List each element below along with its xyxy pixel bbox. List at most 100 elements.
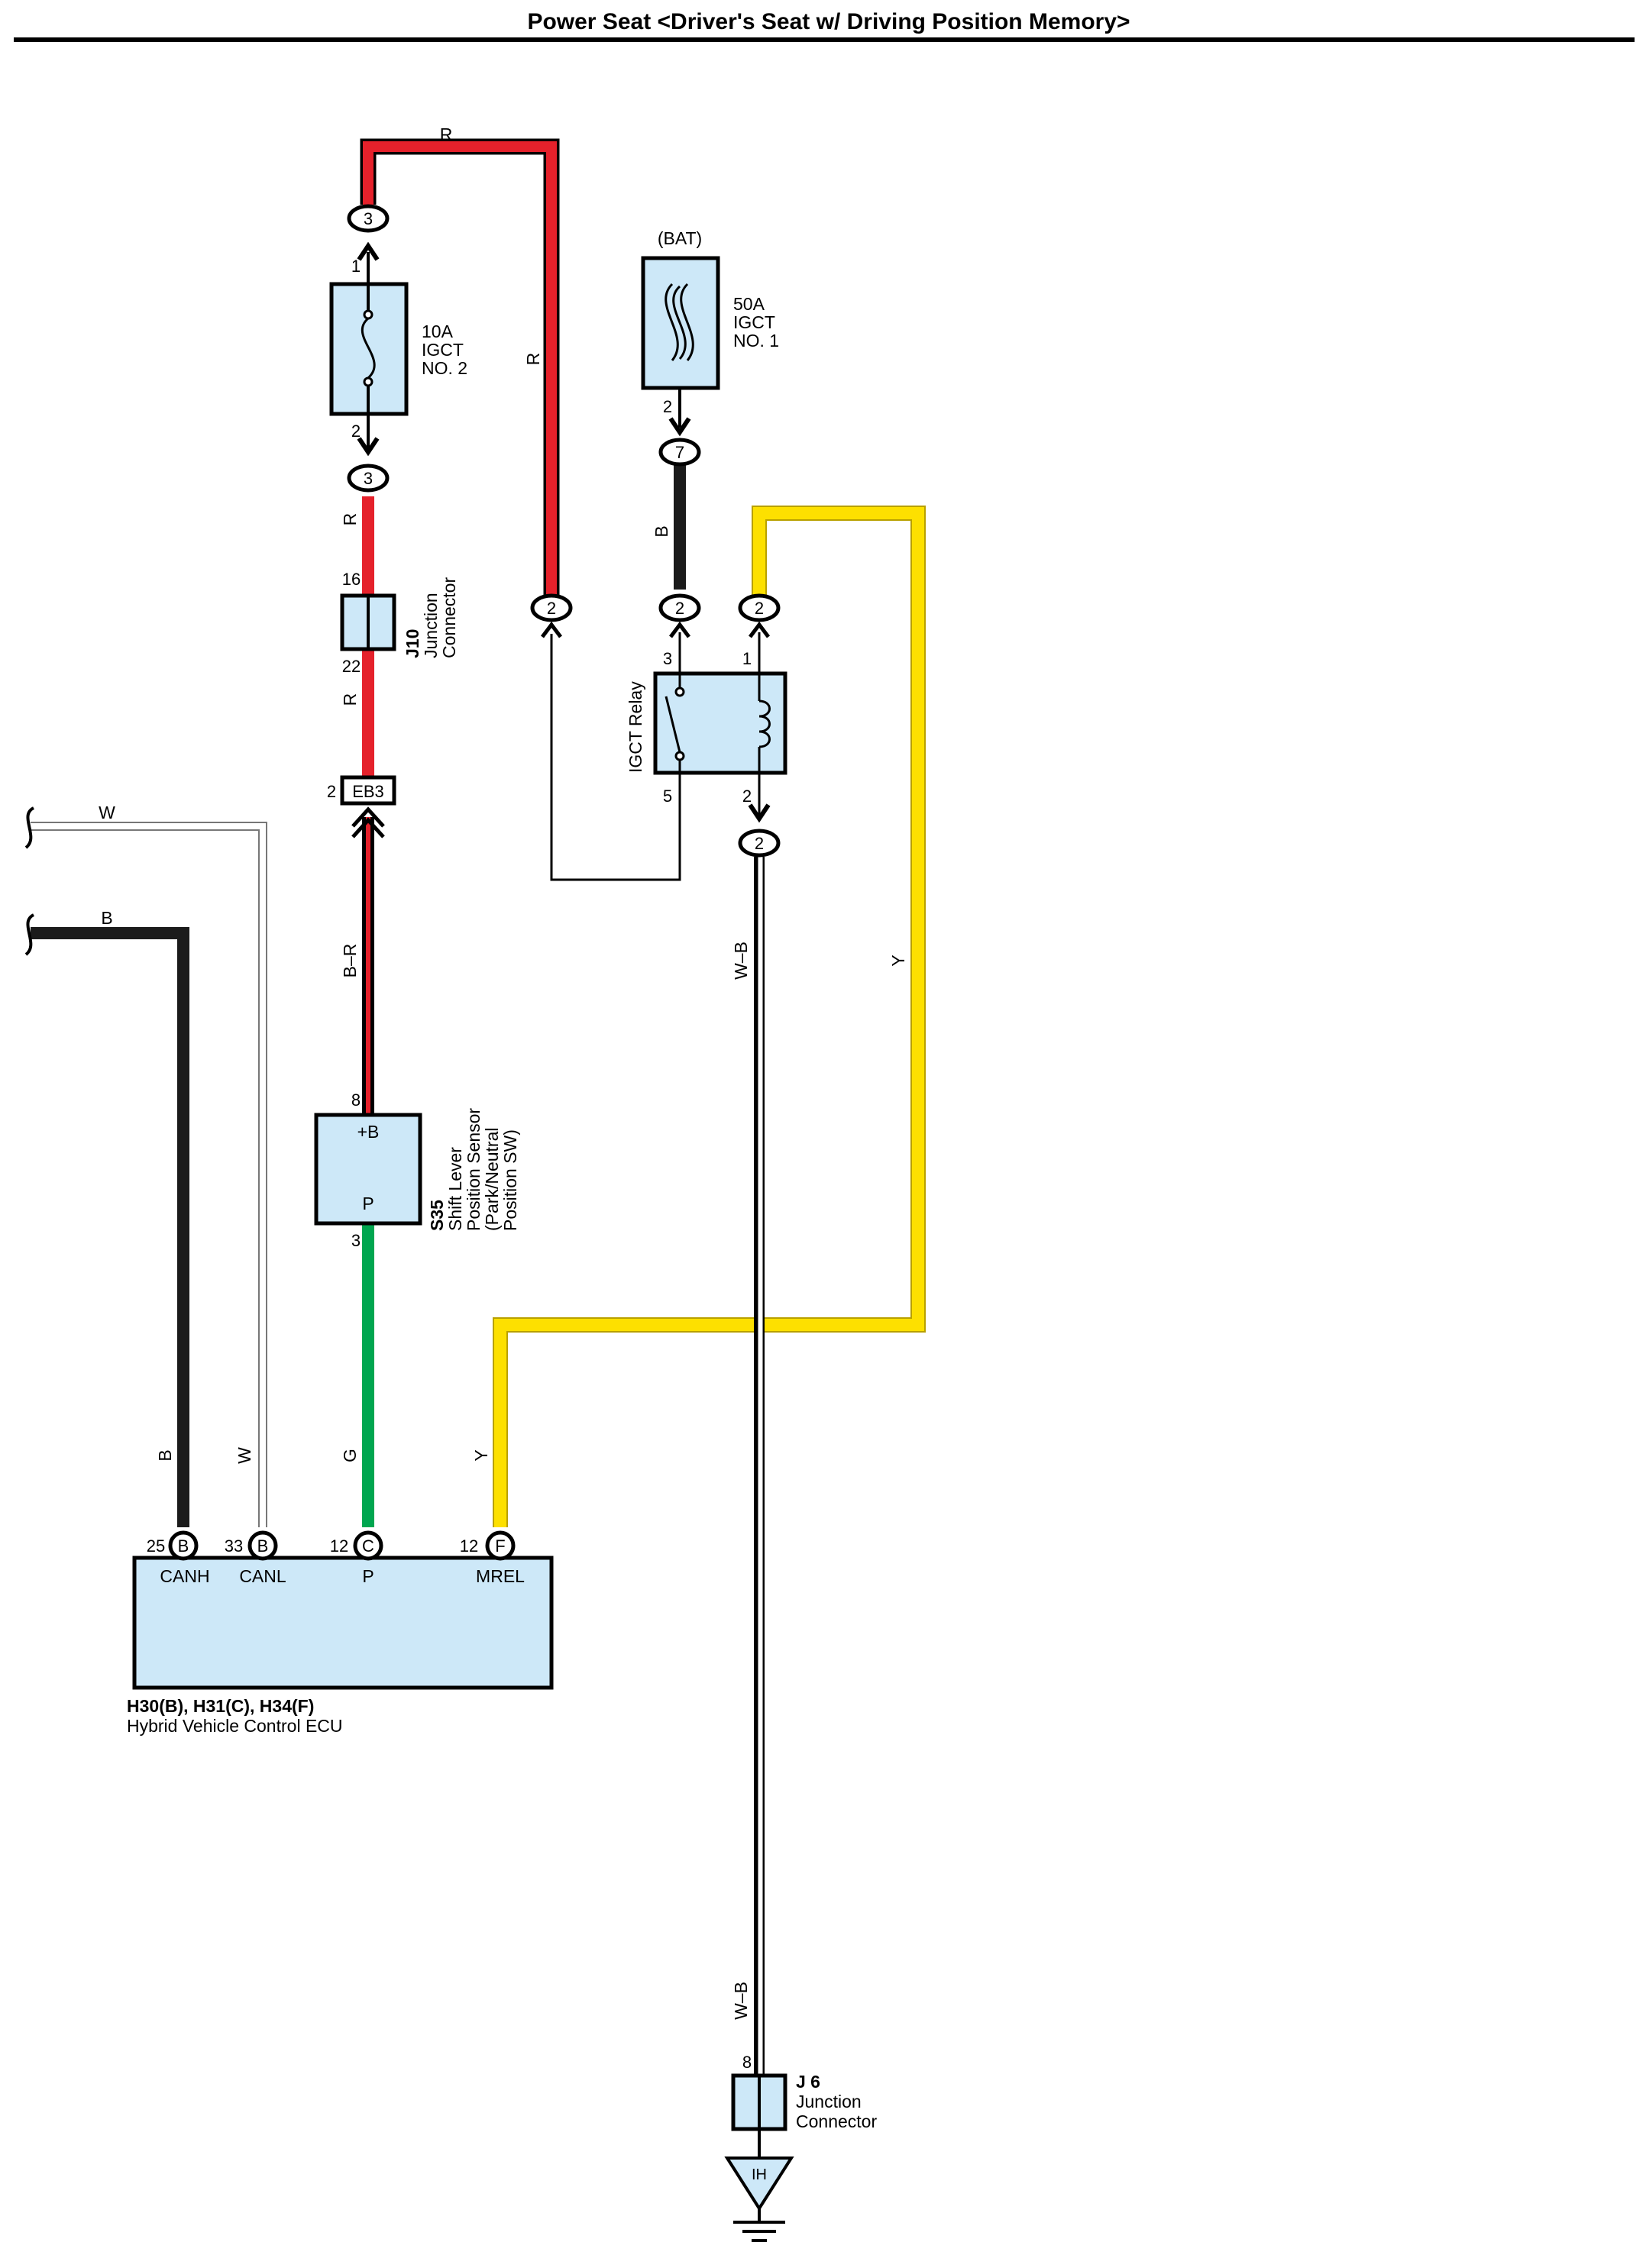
wire-label-r-top: R	[440, 124, 453, 144]
ecu-connector-mrel	[485, 1530, 516, 1561]
relay-contact-top	[674, 687, 685, 697]
s35-line1: Shift Lever	[445, 1147, 465, 1231]
pin-j10-top: 16	[342, 570, 361, 589]
pin-relay-2: 2	[742, 787, 752, 806]
pin-fuse50-bottom: 2	[663, 397, 672, 416]
wire-label-g-ecu: G	[340, 1449, 360, 1462]
fuse-50a-box	[641, 256, 720, 390]
wire-label-wb-upper: W–B	[731, 942, 751, 980]
wire-label-r-below-j10: R	[340, 693, 360, 706]
fuse10-name2: NO. 2	[422, 358, 467, 378]
connector-2-relay1-label: 2	[755, 599, 764, 618]
wire-label-b-bat: B	[652, 525, 671, 537]
connector-2-r	[530, 593, 573, 622]
j6-line2: Connector	[796, 2111, 877, 2131]
s35-terminal-top: +B	[357, 1122, 380, 1142]
s35-box	[314, 1113, 422, 1226]
connector-2-relay2-label: 2	[755, 834, 764, 853]
wire-label-r-below-fuse: R	[340, 513, 360, 526]
ecu-connector-p	[353, 1530, 383, 1561]
pin-relay-1: 1	[742, 649, 752, 668]
wire-label-wb-lower: W–B	[731, 1982, 751, 2020]
wire-label-r-vertical: R	[523, 353, 543, 366]
ecu-box	[132, 1556, 554, 1690]
ecu-terminal-canl: CANL	[239, 1566, 286, 1586]
arrow-eb3	[351, 806, 385, 838]
arrow-relay3	[669, 621, 690, 638]
fuse50-rating: 50A	[733, 294, 765, 314]
connector-2-relay2	[738, 829, 781, 858]
wire-relay5-loop	[550, 634, 681, 881]
j10-line1: Junction	[421, 593, 441, 658]
wire-label-w-top: W	[99, 803, 115, 822]
connector-7	[658, 438, 701, 467]
ecu-connector-p-label: C	[362, 1536, 374, 1556]
j6-code: J 6	[796, 2072, 820, 2092]
wire-w	[31, 823, 266, 1527]
arrow-fuse10-bottom	[357, 437, 380, 457]
connector-2-r-label: 2	[547, 599, 556, 618]
connector-3-top	[347, 204, 390, 233]
j10-line2: Connector	[439, 577, 459, 658]
connector-7-label: 7	[675, 443, 684, 462]
igct-relay-box	[653, 671, 787, 775]
pin-s35-top: 8	[351, 1090, 361, 1110]
j6-line1: Junction	[796, 2092, 862, 2111]
wire-label-b-top: B	[101, 908, 112, 928]
pin-ecu-33: 33	[225, 1536, 243, 1556]
pin-fuse10-top: 1	[351, 257, 361, 276]
connector-2-relay3	[658, 593, 701, 622]
ground-triangle	[724, 2157, 794, 2211]
fuse10-name1: IGCT	[422, 340, 464, 360]
fuse-50a-element	[665, 283, 694, 361]
pin-relay-5: 5	[663, 787, 672, 806]
wire-r-top-color	[363, 141, 557, 596]
pin-ecu-25: 25	[147, 1536, 165, 1556]
diagram-title: Power Seat <Driver's Seat w/ Driving Pos…	[527, 9, 1130, 34]
wire-label-b-ecu: B	[155, 1449, 175, 1461]
ecu-connector-canl	[247, 1530, 278, 1561]
fuse50-source: (BAT)	[658, 228, 702, 248]
ground-code: IH	[752, 2166, 767, 2183]
fuse-10a-term-top	[363, 309, 374, 320]
ecu-codes: H30(B), H31(C), H34(F)	[127, 1696, 314, 1716]
s35-code: S35	[427, 1200, 447, 1231]
arrow-connector-2-r	[541, 621, 562, 638]
eb3-label: EB3	[352, 782, 384, 801]
wire-label-y-left: Y	[471, 1449, 491, 1461]
pin-eb3: 2	[327, 782, 336, 801]
ecu-connector-canh	[168, 1530, 199, 1561]
pin-relay-3: 3	[663, 649, 672, 668]
connector-2-relay3-label: 2	[675, 599, 684, 618]
s35-line3: (Park/Neutral	[482, 1128, 502, 1231]
wire-y	[494, 507, 924, 1527]
fuse-10a-element	[361, 317, 376, 380]
relay-switch-arm	[665, 696, 681, 753]
fuse50-name1: IGCT	[733, 312, 775, 332]
relay-name: IGCT Relay	[626, 681, 645, 773]
wire-label-br: B–R	[340, 944, 360, 978]
pin-j10-bottom: 22	[342, 657, 361, 676]
pin-j6: 8	[742, 2053, 752, 2072]
arrow-fuse50-bottom	[668, 417, 691, 437]
s35-line2: Position Sensor	[464, 1108, 483, 1231]
eb3-box	[340, 775, 396, 806]
ecu-name: Hybrid Vehicle Control ECU	[127, 1716, 343, 1736]
break-mark-w	[24, 806, 35, 849]
break-mark-b	[24, 913, 35, 956]
fuse10-rating: 10A	[422, 321, 454, 341]
wire-y-outline	[493, 506, 926, 1527]
connector-3-bottom	[347, 464, 390, 493]
fuse-10a-term-bottom	[363, 376, 374, 387]
relay-coil	[758, 699, 771, 748]
wire-label-w-ecu: W	[234, 1447, 254, 1464]
s35-line4: Position SW)	[500, 1129, 520, 1231]
s35-terminal-bottom: P	[362, 1194, 374, 1213]
connector-2-relay1	[738, 593, 781, 622]
pin-ecu-12a: 12	[330, 1536, 348, 1556]
connector-3-bottom-label: 3	[364, 469, 373, 488]
arrow-relay-2	[748, 803, 771, 823]
arrow-fuse10-top	[357, 241, 380, 261]
connector-3-top-label: 3	[364, 209, 373, 228]
